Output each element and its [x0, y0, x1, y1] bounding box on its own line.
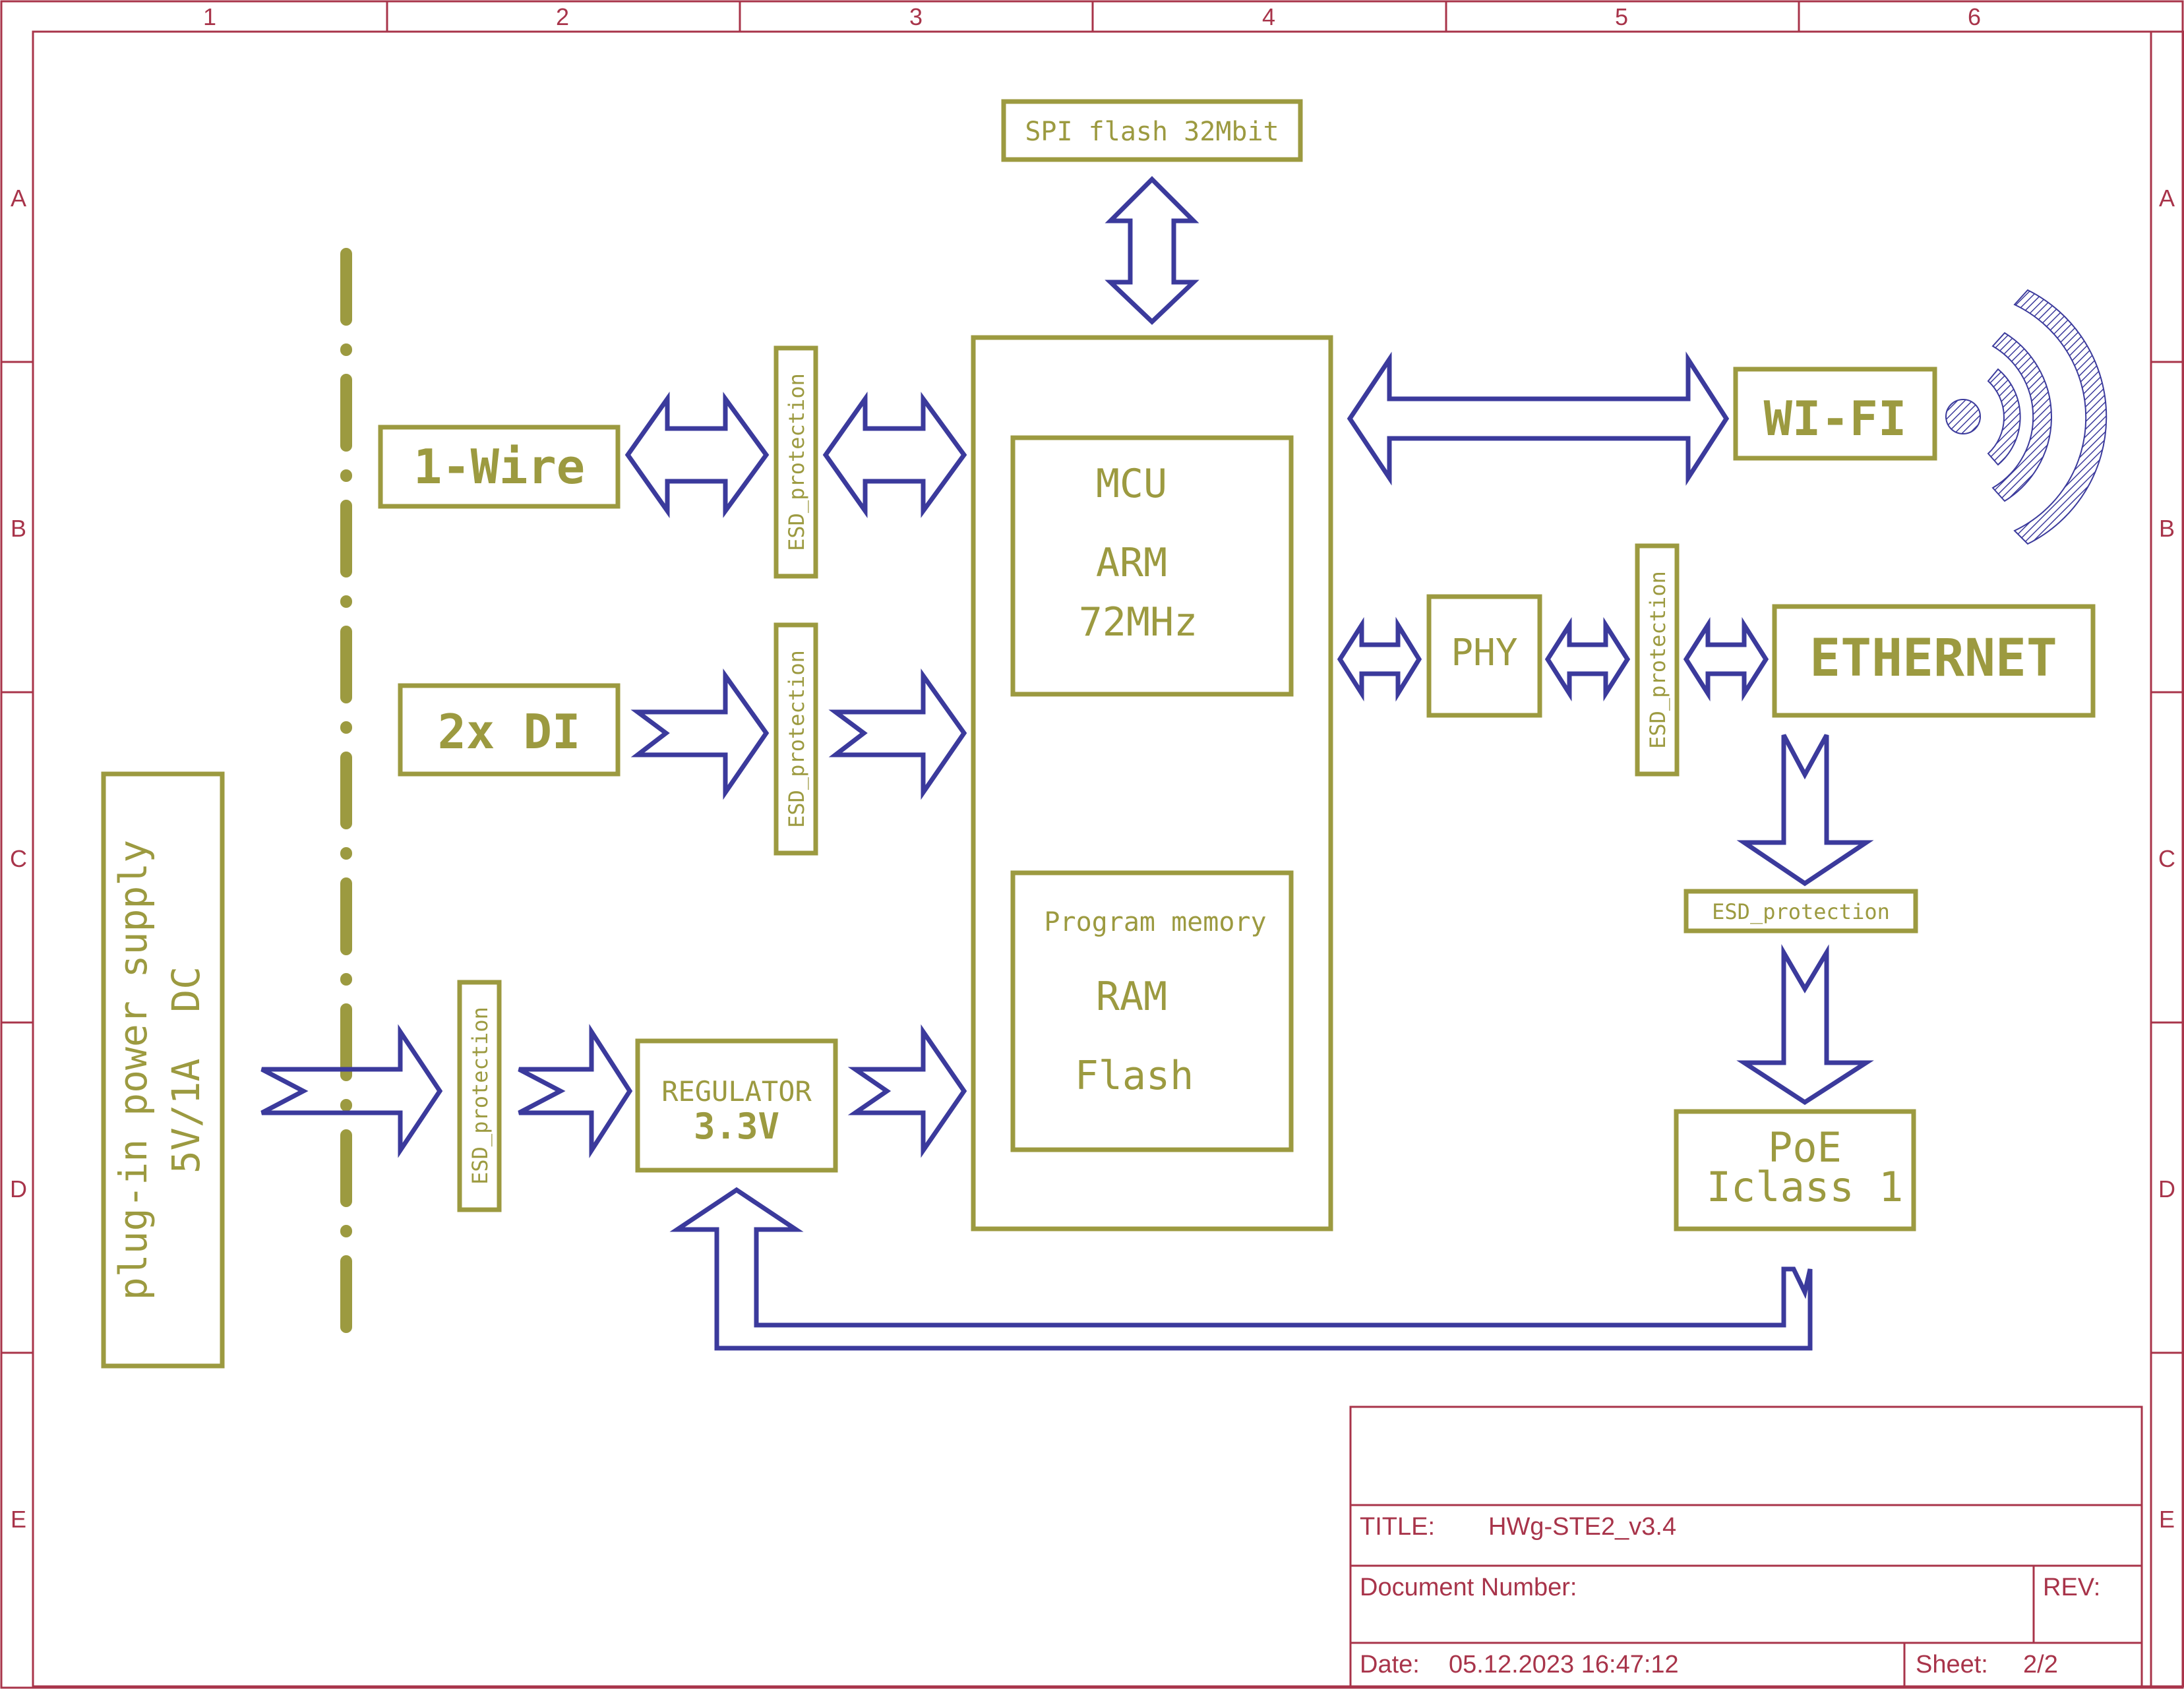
esd-protection-ethernet: ESD_protection: [1635, 543, 1680, 777]
power-supply-rating: 5V/1A DC: [164, 966, 208, 1173]
regulator-block: REGULATOR 3.3V: [635, 1038, 838, 1173]
mcu-core-block: MCU ARM 72MHz: [1010, 435, 1294, 697]
row-label: D: [2158, 1175, 2175, 1202]
esd-label: ESD_protection: [1645, 571, 1670, 749]
esd-protection-power: ESD_protection: [457, 980, 502, 1212]
mcu-label: MCU: [1096, 461, 1167, 507]
column-label: 6: [1968, 3, 1981, 30]
poe-regulator-feedback-arrow: [669, 1187, 1813, 1351]
column-label: 1: [203, 3, 216, 30]
row-label: E: [11, 1506, 26, 1533]
regulator-label: REGULATOR: [661, 1075, 812, 1108]
poe-label: PoE: [1768, 1123, 1842, 1171]
wifi-bidirectional-arrow: [1347, 351, 1730, 486]
row-label: B: [2159, 515, 2175, 542]
row-label: A: [2159, 185, 2175, 212]
sheet-value: 2/2: [2023, 1651, 2058, 1678]
di-mcu-arrow: [828, 668, 967, 800]
column-label: 5: [1615, 3, 1628, 30]
one-wire-bidirectional-arrow: [624, 391, 770, 519]
revision-label: REV:: [2043, 1574, 2100, 1601]
column-label: 3: [909, 3, 923, 30]
date-label: Date:: [1360, 1651, 1420, 1678]
row-label: D: [10, 1175, 27, 1202]
wifi-block: WI-FI: [1733, 367, 1937, 461]
esd-protection-di: ESD_protection: [774, 622, 818, 856]
row-label: E: [2159, 1506, 2175, 1533]
column-labels: 1 2 3 4 5 6: [203, 3, 1981, 30]
esd-label: ESD_protection: [784, 373, 809, 551]
mcu-arch-label: ARM: [1096, 540, 1167, 586]
power-supply-block: plug-in power supply 5V/1A DC: [101, 771, 225, 1369]
power-regulator-arrow: [518, 1024, 633, 1158]
power-input-arrow: [260, 1024, 443, 1158]
phy-block: PHY: [1426, 594, 1542, 718]
regulator-voltage: 3.3V: [694, 1106, 779, 1147]
document-number-label: Document Number:: [1360, 1574, 1577, 1601]
poe-class-label: Iclass 1: [1707, 1163, 1904, 1211]
program-memory-label: Program memory: [1044, 907, 1266, 937]
spi-flash-block: SPI flash 32Mbit: [1001, 99, 1303, 162]
row-label: C: [10, 845, 27, 872]
esd-protection-1wire: ESD_protection: [774, 345, 818, 579]
digital-inputs-block: 2x DI: [398, 683, 621, 777]
ram-label: RAM: [1096, 974, 1167, 1020]
esd-poe-down-arrow: [1736, 944, 1874, 1106]
di-input-arrow: [630, 668, 770, 800]
flash-label: Flash: [1075, 1053, 1194, 1099]
one-wire-block: 1-Wire: [378, 425, 621, 509]
ethernet-down-arrow: [1736, 734, 1874, 887]
wifi-label: WI-FI: [1764, 391, 1907, 446]
title-label: TITLE:: [1360, 1513, 1435, 1541]
title-value: HWg-STE2_v3.4: [1488, 1513, 1676, 1541]
esd-label: ESD_protection: [1712, 899, 1890, 924]
mcu-phy-bidirectional-arrow: [1337, 616, 1422, 702]
esd-label: ESD_protection: [468, 1007, 493, 1185]
poe-block: PoE Iclass 1: [1674, 1109, 1916, 1231]
column-label: 2: [556, 3, 569, 30]
digital-inputs-label: 2x DI: [438, 704, 581, 759]
row-labels: A B C D E A B C D E: [10, 185, 2175, 1533]
esd-protection-poe: ESD_protection: [1684, 889, 1918, 933]
row-label: B: [11, 515, 26, 542]
one-wire-mcu-bidirectional-arrow: [822, 391, 967, 519]
ethernet-block: ETHERNET: [1772, 604, 2096, 718]
row-label: C: [2158, 845, 2175, 872]
column-label: 4: [1262, 3, 1275, 30]
title-block: TITLE: HWg-STE2_v3.4 Document Number: RE…: [1349, 1406, 2143, 1688]
phy-label: PHY: [1451, 632, 1517, 674]
date-value: 05.12.2023 16:47:12: [1449, 1651, 1679, 1678]
phy-esd-bidirectional-arrow: [1544, 616, 1631, 702]
memory-block: Program memory RAM Flash: [1010, 870, 1294, 1152]
wifi-signal-icon: [1945, 289, 2108, 545]
mcu-outer-block: [971, 335, 1333, 1231]
spi-flash-label: SPI flash 32Mbit: [1025, 117, 1279, 147]
spi-bidirectional-arrow: [1105, 176, 1199, 325]
esd-ethernet-bidirectional-arrow: [1683, 616, 1769, 702]
esd-label: ESD_protection: [784, 650, 809, 828]
row-label: A: [11, 185, 26, 212]
ethernet-label: ETHERNET: [1809, 629, 2057, 688]
power-supply-label: plug-in power supply: [111, 840, 156, 1300]
sheet-label: Sheet:: [1916, 1651, 1988, 1678]
one-wire-label: 1-Wire: [413, 439, 585, 494]
mcu-clock-label: 72MHz: [1079, 599, 1198, 645]
regulator-mcu-arrow: [847, 1024, 967, 1158]
